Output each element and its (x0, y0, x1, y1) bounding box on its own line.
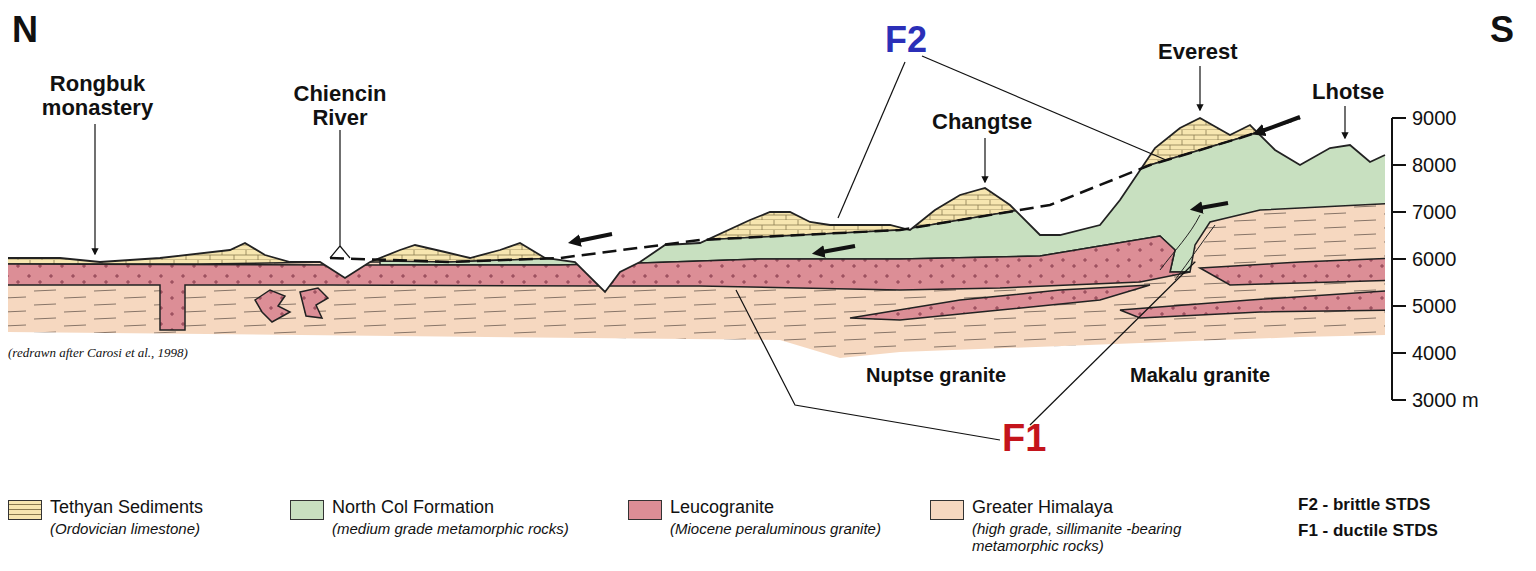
legend-note: (Ordovician limestone) (50, 521, 200, 538)
place-name: Chiencin River (282, 82, 398, 130)
legend-note: F2 - brittle STDS (1298, 496, 1430, 515)
legend-swatch (290, 500, 324, 520)
peak-name: Changtse (932, 110, 1032, 134)
peak-name: Lhotse (1312, 80, 1384, 104)
fault-label: F2 (885, 20, 927, 60)
granite-name: Makalu granite (1130, 364, 1270, 386)
brittle-fault (330, 118, 1300, 262)
legend-text: Leucogranite (670, 498, 774, 518)
shear-arrows (578, 117, 1300, 252)
legend-note: (Miocene peraluminous granite) (670, 521, 881, 538)
legend-swatch (930, 500, 964, 520)
legend-note: (high grade, sillimanite -bearing metamo… (972, 521, 1272, 554)
legend-text: Greater Himalaya (972, 498, 1113, 518)
citation: (redrawn after Carosi et al., 1998) (8, 346, 188, 360)
scale-number: 9000 (1412, 107, 1457, 129)
leader-lines (95, 56, 1345, 440)
place-name: Rongbuk monastery (25, 72, 170, 120)
legend-swatch (628, 500, 662, 520)
legend-note: (medium grade metamorphic rocks) (332, 521, 569, 538)
direction-letter: N (12, 10, 38, 50)
granite-name: Nuptse granite (866, 364, 1006, 386)
scale-number: 6000 (1412, 248, 1457, 270)
scale-number: 4000 (1412, 342, 1457, 364)
fault-label: F1 (1002, 418, 1046, 460)
legend-note: F1 - ductile STDS (1298, 522, 1438, 541)
scale-number: 7000 (1412, 201, 1457, 223)
legend-swatch (8, 500, 42, 520)
legend-text: North Col Formation (332, 498, 494, 518)
legend-text: Tethyan Sediments (50, 498, 203, 518)
scale-number: 5000 (1412, 295, 1457, 317)
scale-bar (1392, 118, 1406, 400)
scale-number: 3000 m (1412, 389, 1479, 411)
peak-name: Everest (1158, 40, 1238, 64)
direction-letter: S (1490, 10, 1514, 50)
scale-number: 8000 (1412, 154, 1457, 176)
